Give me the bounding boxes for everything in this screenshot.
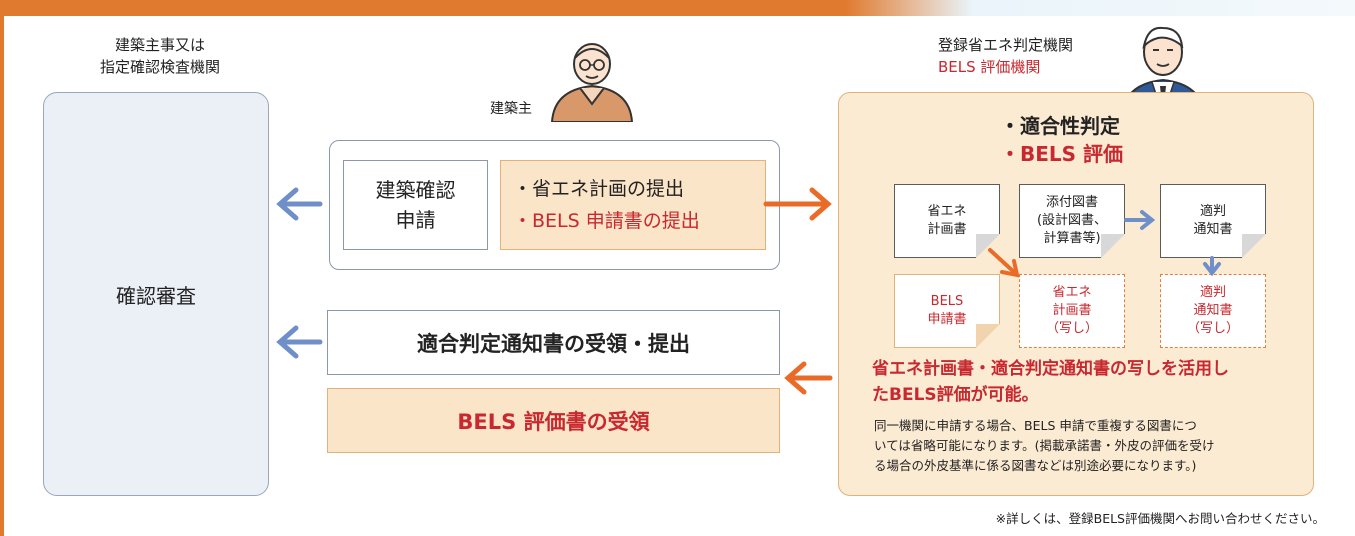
bels-receive-label: BELS 評価書の受領 — [457, 409, 650, 434]
doc-energy-plan-line1: 省エネ — [927, 204, 967, 219]
doc-attached-line2: (設計図書、 — [1036, 213, 1108, 228]
arrow-attached-to-notice — [1124, 210, 1156, 230]
doc-energy-plan-copy: 省エネ 計画書 （写し） — [1019, 274, 1125, 348]
evaluator-title-line1: ・適合性判定 — [1000, 114, 1120, 138]
note-line1: 同一機関に申請する場合、BELS 申請で重複する図書につ — [874, 418, 1197, 433]
right-heading: 登録省エネ判定機関 BELS 評価機関 — [938, 34, 1073, 78]
note-line3: る場合の外皮基準に係る図書などは別途必要になります。) — [874, 458, 1197, 473]
evaluator-title-line2: ・BELS 評価 — [1000, 142, 1124, 166]
arrow-from-evaluator — [784, 361, 833, 395]
arrow-to-review-top — [276, 187, 323, 221]
doc-notice-line2: 通知書 — [1193, 222, 1233, 237]
left-heading-line2: 指定確認検査機関 — [99, 58, 220, 76]
notice-receive-box: 適合判定通知書の受領・提出 — [327, 310, 780, 375]
bels-receive-box: BELS 評価書の受領 — [327, 388, 780, 453]
doc-notice-copy: 適判 通知書 （写し） — [1160, 274, 1266, 348]
submit-line1: ・省エネ計画の提出 — [513, 178, 685, 200]
left-accent-line — [0, 16, 4, 536]
doc-notice-copy-line1: 適判 — [1199, 285, 1226, 300]
doc-attached: 添付図書 (設計図書、 計算書等) — [1019, 184, 1125, 258]
doc-bels-app-line1: BELS — [930, 294, 964, 309]
doc-notice-copy-line2: 通知書 — [1193, 303, 1233, 318]
highlight-text: 省エネ計画書・適合判定通知書の写しを活用し たBELS評価が可能。 — [872, 356, 1229, 408]
doc-bels-application: BELS 申請書 — [894, 274, 1000, 348]
submission-box: ・省エネ計画の提出 ・BELS 申請書の提出 — [500, 160, 766, 250]
left-heading: 建築主事又は 指定確認検査機関 — [60, 34, 260, 78]
evaluator-title: ・適合性判定 ・BELS 評価 — [1000, 112, 1123, 168]
doc-energy-copy-line1: 省エネ — [1052, 285, 1092, 300]
doc-energy-copy-line2: 計画書 — [1052, 303, 1092, 318]
apply-line2: 申請 — [395, 208, 436, 232]
right-heading-line1: 登録省エネ判定機関 — [938, 36, 1074, 54]
review-label: 確認審査 — [116, 283, 196, 308]
elderly-man-glasses-icon — [550, 43, 634, 122]
apply-line1: 建築確認 — [375, 178, 456, 202]
page-fold-icon — [1101, 234, 1125, 258]
doc-energy-plan-line2: 計画書 — [927, 222, 967, 237]
page-fold-icon — [976, 324, 1000, 348]
note-text: 同一機関に申請する場合、BELS 申請で重複する図書につ いては省略可能になりま… — [874, 416, 1215, 476]
doc-attached-line1: 添付図書 — [1045, 195, 1098, 210]
arrow-to-evaluator — [763, 187, 832, 221]
arrow-plan-to-copy — [988, 248, 1020, 278]
note-line2: いては省略可能になります。(掲載承諾書・外皮の評価を受け — [874, 438, 1215, 453]
notice-receive-label: 適合判定通知書の受領・提出 — [417, 331, 690, 356]
submit-line2: ・BELS 申請書の提出 — [513, 210, 700, 232]
left-heading-line1: 建築主事又は — [114, 36, 205, 54]
arrow-to-review-bottom — [276, 325, 323, 359]
top-accent-fade — [845, 0, 1355, 16]
review-box: 確認審査 — [43, 92, 269, 496]
footer-note: ※詳しくは、登録BELS評価機関へお問い合わせください。 — [995, 511, 1325, 526]
right-heading-line2: BELS 評価機関 — [938, 58, 1041, 76]
doc-notice-line1: 適判 — [1199, 204, 1226, 219]
owner-label: 建築主 — [490, 101, 532, 117]
arrow-notice-to-copy — [1203, 256, 1221, 277]
doc-attached-line3: 計算書等) — [1043, 231, 1101, 246]
doc-energy-plan: 省エネ 計画書 — [894, 184, 1000, 258]
doc-notice-copy-line3: （写し） — [1186, 321, 1239, 336]
highlight-line1: 省エネ計画書・適合判定通知書の写しを活用し — [872, 359, 1229, 379]
doc-notice: 適判 通知書 — [1160, 184, 1266, 258]
doc-bels-app-line2: 申請書 — [927, 312, 967, 327]
highlight-line2: たBELS評価が可能。 — [872, 385, 1039, 405]
page-fold-icon — [1242, 234, 1266, 258]
doc-energy-copy-line3: （写し） — [1045, 321, 1098, 336]
apply-box: 建築確認 申請 — [343, 160, 488, 250]
